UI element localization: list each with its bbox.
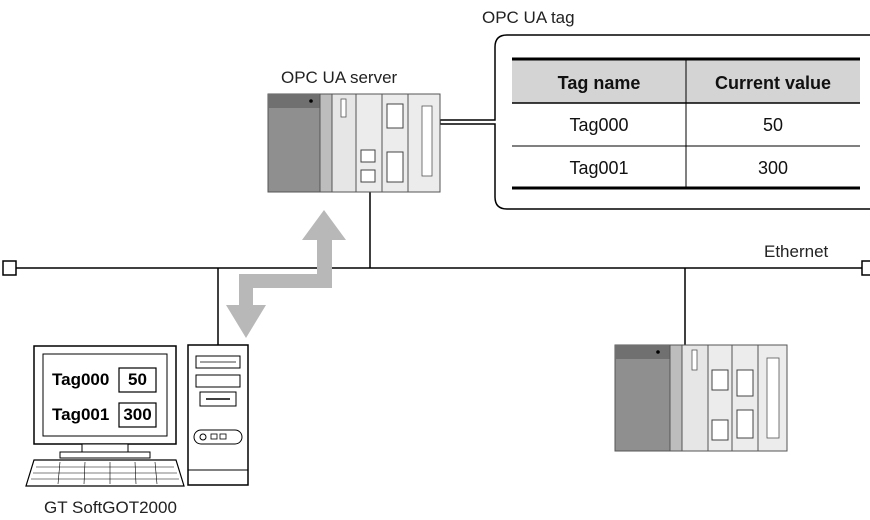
table-cell-name: Tag000 <box>569 115 628 135</box>
communication-arrow <box>226 210 346 338</box>
pc-monitor: Tag000 50 Tag001 300 <box>33 345 177 459</box>
screen-value-box <box>118 402 157 428</box>
power-supply-module <box>267 93 321 193</box>
arrow-up-head <box>302 210 346 274</box>
arrow-down-head <box>226 274 266 338</box>
table-cell-name: Tag001 <box>569 158 628 178</box>
screen-tag-name: Tag001 <box>52 405 109 424</box>
table-cell-value: 300 <box>758 158 788 178</box>
screen-tag-name: Tag000 <box>52 370 109 389</box>
cpu-module <box>331 93 357 193</box>
screen-tag-value: 300 <box>123 405 151 424</box>
ethernet-network <box>2 192 870 345</box>
opc-ua-server-plc <box>267 93 441 193</box>
pc-tower <box>187 344 249 486</box>
ethernet-label: Ethernet <box>764 242 829 261</box>
ethernet-terminator-left <box>2 260 17 276</box>
remote-plc <box>614 344 788 452</box>
table-header-tag-name: Tag name <box>558 73 641 93</box>
ethernet-terminator-right <box>861 260 870 276</box>
power-supply-module <box>614 344 671 452</box>
table-cell-value: 50 <box>763 115 783 135</box>
screen-value-box <box>118 367 157 393</box>
arrow-elbow <box>239 274 332 288</box>
opc-ua-tag-label: OPC UA tag <box>482 8 575 27</box>
table-header-current-value: Current value <box>715 73 831 93</box>
screen-tag-value: 50 <box>128 370 147 389</box>
monitor-screen: Tag000 50 Tag001 300 <box>52 367 157 428</box>
tag-table: Tag name Current value Tag000 50 Tag001 … <box>512 57 860 190</box>
keyboard <box>25 459 185 487</box>
opc-ua-server-label: OPC UA server <box>281 68 398 87</box>
gt-softgot-label: GT SoftGOT2000 <box>44 498 177 517</box>
